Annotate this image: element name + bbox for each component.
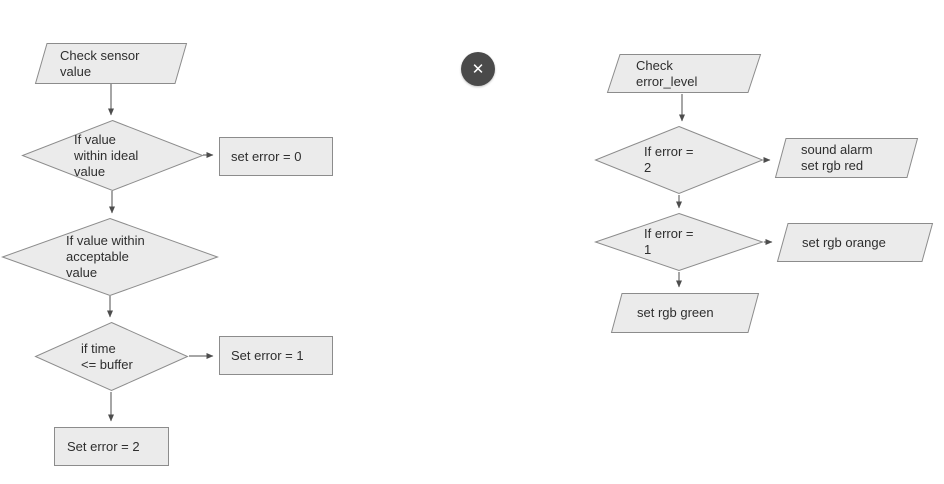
- diamond-shape: [34, 321, 189, 392]
- node-label: if time <= buffer: [81, 340, 133, 372]
- node-label: If error = 1: [644, 226, 694, 257]
- diamond-shape: [21, 119, 204, 192]
- parallelogram-shape: [34, 43, 188, 84]
- flow-node-set-error-0: set error = 0: [219, 137, 333, 176]
- flow-node-check-sensor-value: Check sensor value: [34, 43, 188, 84]
- close-button[interactable]: ✕: [461, 52, 495, 86]
- flow-node-set-error-1: Set error = 1: [219, 336, 333, 375]
- flow-node-sound-alarm-set-rgb-red: sound alarm set rgb red: [774, 138, 919, 178]
- node-label: set rgb orange: [802, 234, 886, 250]
- node-label: If error = 2: [644, 144, 694, 175]
- node-label: If value within acceptable value: [66, 233, 145, 280]
- node-label: Check sensor value: [60, 47, 140, 79]
- flow-node-set-rgb-green: set rgb green: [610, 293, 760, 333]
- node-label: Set error = 1: [231, 347, 304, 363]
- node-label: sound alarm set rgb red: [801, 142, 873, 173]
- flow-node-if-error-2: If error = 2: [594, 125, 764, 195]
- parallelogram-shape: [774, 138, 919, 178]
- node-label: Check error_level: [636, 57, 698, 89]
- flow-node-if-value-within-ideal: If value within ideal value: [21, 119, 204, 192]
- parallelogram-shape: [610, 293, 760, 333]
- flow-node-check-error-level: Check error_level: [606, 54, 762, 93]
- node-label: Set error = 2: [67, 438, 140, 454]
- node-label: set error = 0: [231, 148, 302, 164]
- diamond-shape: [594, 125, 764, 195]
- flow-node-set-error-2: Set error = 2: [54, 427, 169, 466]
- node-label: If value within ideal value: [74, 131, 139, 179]
- node-label: set rgb green: [637, 305, 714, 320]
- flow-node-if-error-1: If error = 1: [593, 212, 765, 272]
- diamond-shape: [593, 212, 765, 272]
- flow-node-if-time-le-buffer: if time <= buffer: [34, 321, 189, 392]
- flow-node-if-value-within-acceptable: If value within acceptable value: [1, 217, 219, 297]
- diamond-shape: [1, 217, 219, 297]
- close-icon: ✕: [471, 59, 485, 78]
- flow-node-set-rgb-orange: set rgb orange: [776, 223, 934, 262]
- parallelogram-shape: [606, 54, 762, 93]
- parallelogram-shape: [776, 223, 934, 262]
